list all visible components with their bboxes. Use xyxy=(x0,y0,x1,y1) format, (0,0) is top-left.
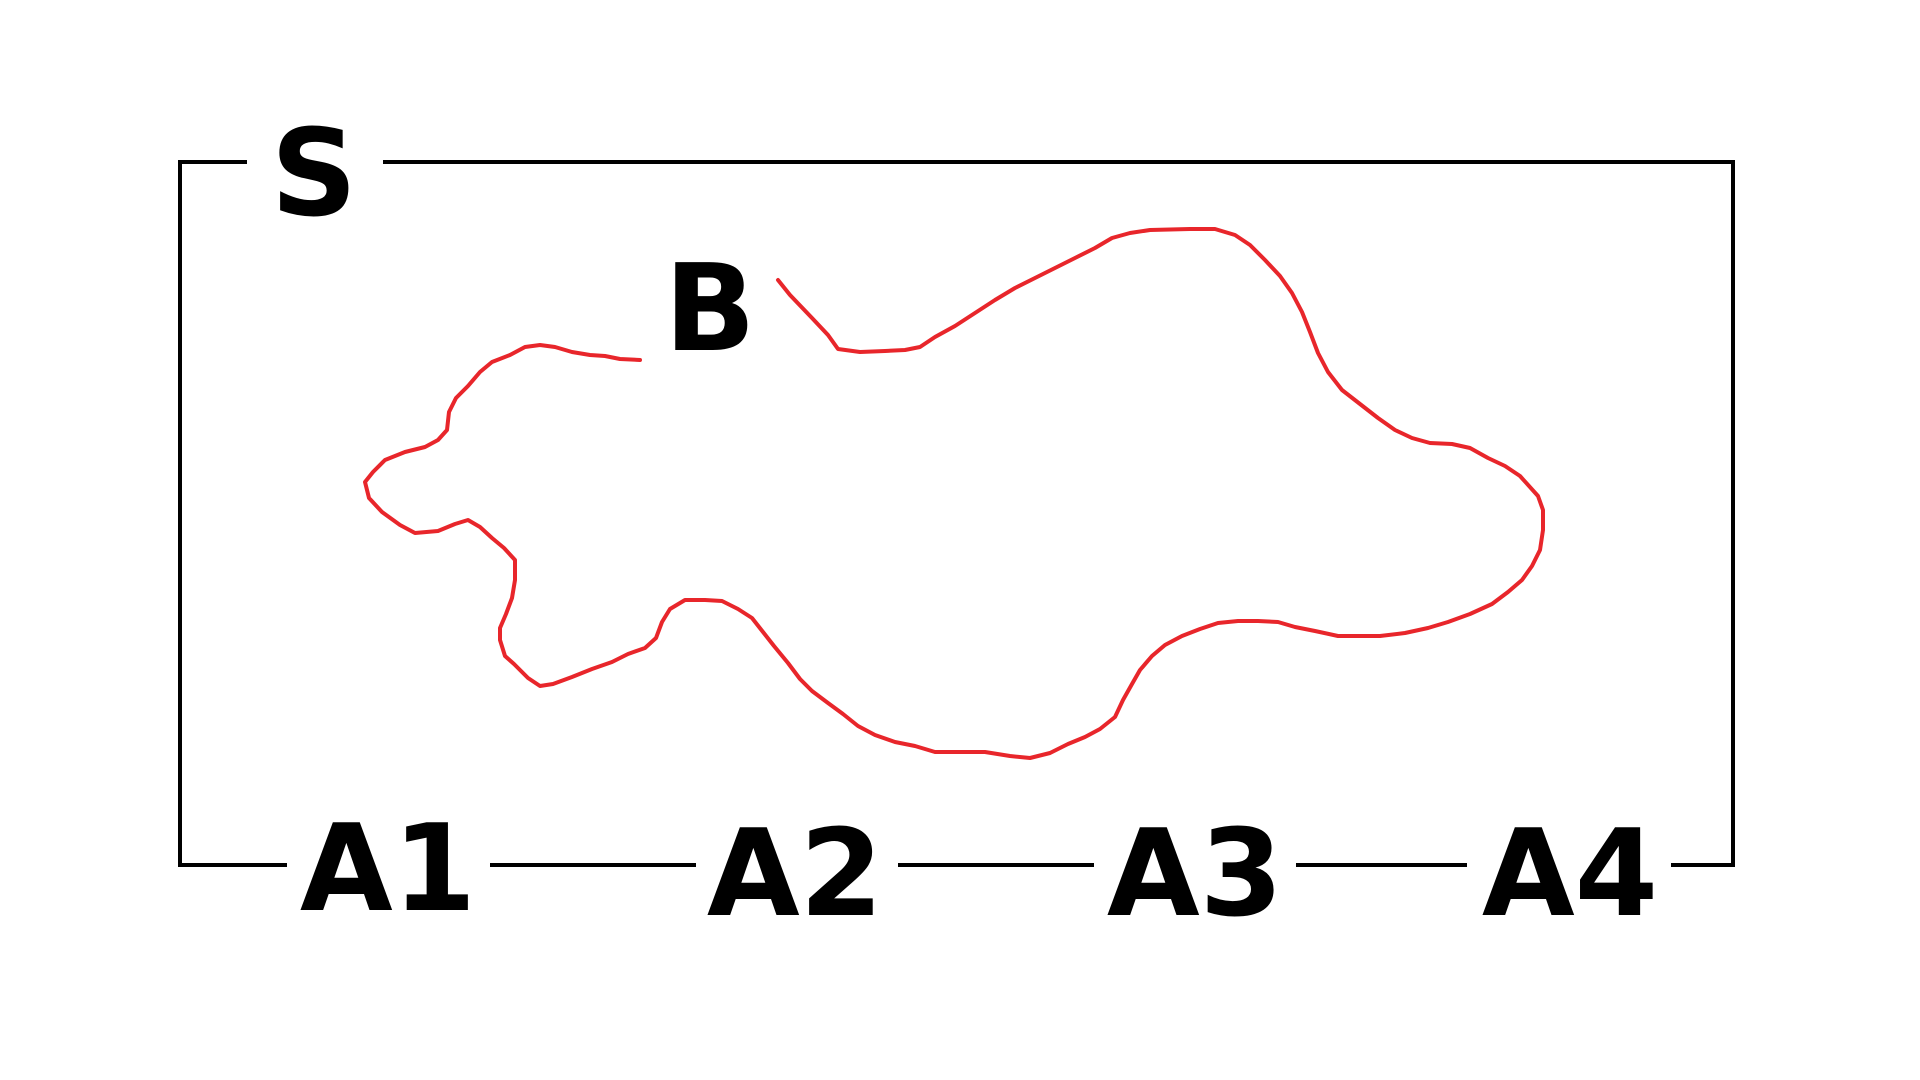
label-a3: A3 xyxy=(1107,805,1283,944)
region-b-outline xyxy=(363,227,1545,760)
label-a1: A1 xyxy=(300,800,476,939)
label-s: S xyxy=(271,105,357,244)
frame-s xyxy=(178,160,1735,867)
label-b: B xyxy=(664,240,755,379)
label-a4: A4 xyxy=(1482,805,1658,944)
label-a2: A2 xyxy=(707,805,883,944)
